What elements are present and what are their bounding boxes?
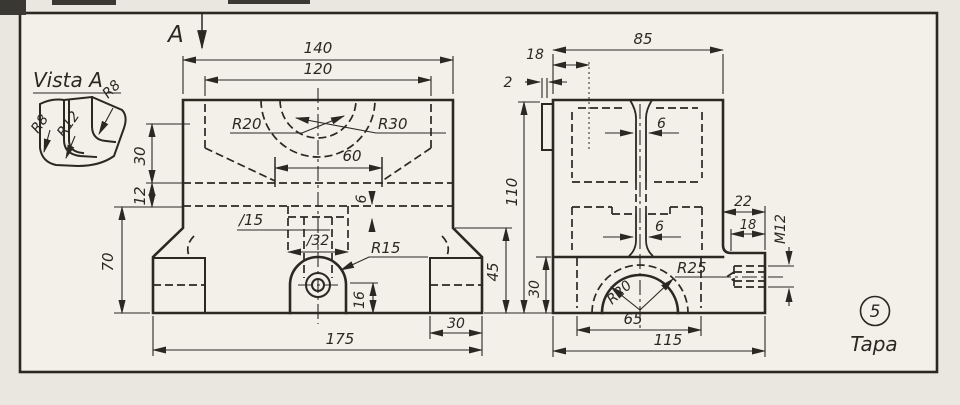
view-arrow-label: A xyxy=(166,22,184,48)
leader-r8-left xyxy=(43,129,51,154)
dim-front-height-left: 70 xyxy=(99,252,117,271)
ext-m12 xyxy=(768,265,794,288)
hidden-fillets xyxy=(186,235,450,259)
detail-outline xyxy=(39,95,127,168)
hidden-base-recess xyxy=(576,258,702,308)
view-arrow-a: A xyxy=(166,12,207,50)
part-name: Tapa xyxy=(850,332,897,356)
dim-front-height-step: 12 xyxy=(131,186,149,205)
side-outline xyxy=(551,98,767,315)
dim-side-depth-top: 85 xyxy=(633,30,652,48)
vista-a-label: Vista A xyxy=(33,68,103,92)
hidden-tslot xyxy=(611,182,671,215)
leader-r20-side xyxy=(610,286,641,311)
leader-r20 xyxy=(230,115,346,134)
part-number-circle xyxy=(859,295,891,327)
dim-front-foot-width: 30 xyxy=(447,316,465,332)
dim-side-base-height: 30 xyxy=(527,280,543,298)
part-number: 5 xyxy=(870,302,881,322)
hidden-hole-lines xyxy=(287,206,349,278)
dim-front-width-base: 175 xyxy=(326,330,355,348)
dim-side-lug-hole-depth: 18 xyxy=(740,218,757,233)
dim-side-arch-width: 65 xyxy=(623,310,642,328)
side-centerlines xyxy=(639,104,786,328)
leader-r25-side xyxy=(639,278,674,311)
side-flange xyxy=(541,103,554,151)
dim-front-width-inner: 120 xyxy=(304,60,333,78)
dim-side-step-depth: 2 xyxy=(504,75,513,91)
dim-side-step-width: 18 xyxy=(526,47,544,63)
dim-front-r30: R30 xyxy=(378,115,408,133)
scan-artifact xyxy=(228,0,310,4)
side-slot-neck-mid xyxy=(628,214,654,257)
dim-side-thread: M12 xyxy=(773,214,789,244)
scan-artifact xyxy=(0,0,26,15)
leader-r30 xyxy=(294,116,446,134)
dim-front-slot-width: 60 xyxy=(342,147,361,165)
slot-edge-ticks xyxy=(274,157,383,187)
leader-r8-right xyxy=(98,107,114,136)
ext-85 xyxy=(552,54,724,94)
dim-side-height-overall: 110 xyxy=(503,178,521,207)
front-view: 140 120 R20 R30 60 30 12 70 ∕15 ∕32 6 R1… xyxy=(99,39,553,356)
dim-side-slot-mid: 6 xyxy=(655,219,664,235)
dim-side-arch-outer: R25 xyxy=(677,259,707,277)
hidden-upper-recess xyxy=(571,107,703,183)
dim-side-base-depth: 115 xyxy=(654,331,683,349)
dim-front-hole-dia: ∕15 xyxy=(237,211,263,229)
dim-front-recess-depth: 6 xyxy=(354,194,370,203)
side-slot-neck-top xyxy=(629,99,653,182)
scan-artifact xyxy=(52,0,116,5)
front-feet-edges xyxy=(152,257,483,314)
dim-front-boss-radius: R15 xyxy=(371,239,401,257)
dim-front-boss-height: 16 xyxy=(352,291,368,309)
leader-r12 xyxy=(65,135,76,160)
dim-front-recess-dia: ∕32 xyxy=(305,233,330,249)
dim-side-lug-width: 22 xyxy=(734,194,752,210)
dim-front-width-top: 140 xyxy=(304,39,333,57)
detail-band-3 xyxy=(91,96,117,144)
dim-front-r20: R20 xyxy=(232,115,262,133)
dim-side-slot-top: 6 xyxy=(657,116,666,132)
leader-r15 xyxy=(339,256,428,271)
hidden-thread-hole xyxy=(726,265,766,288)
ext-2 xyxy=(541,78,548,98)
hidden-arc-r20 xyxy=(279,99,357,139)
part-bubble: 5 Tapa xyxy=(850,295,898,356)
dim-front-height-upper: 30 xyxy=(131,146,149,165)
front-outline xyxy=(151,98,484,315)
hidden-arc-r30 xyxy=(260,99,376,158)
dim-front-base-height-right: 45 xyxy=(484,262,502,281)
drawing-frame xyxy=(18,11,939,374)
